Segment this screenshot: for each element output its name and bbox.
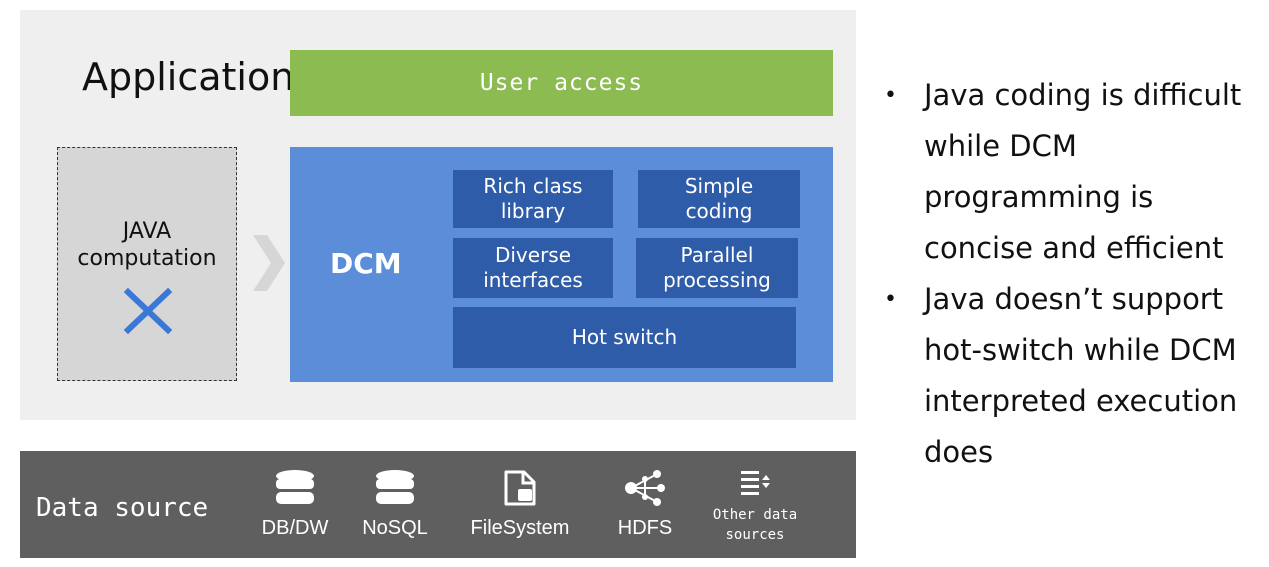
application-label: Application [82,55,295,99]
cross-icon [123,288,173,334]
database-icon [376,470,414,504]
feature-line: library [500,199,566,223]
bullet-line: Java coding is difficult [924,78,1242,112]
feature-line: Diverse [494,243,572,267]
file-icon [504,470,536,506]
bullet-line: interpreted execution [924,384,1238,418]
data-source-label: Data source [36,493,209,523]
feature-line: Hot switch [571,325,678,349]
java-title-line2: computation [77,246,217,271]
source-other: Other data sources [700,469,810,545]
bullet-line: Java doesn’t support [924,282,1224,316]
chevron-right-icon [253,235,285,291]
source-label: DB/DW [261,517,329,539]
source-label: FileSystem [470,517,570,539]
java-computation-title: JAVA computation [58,218,236,272]
feature-hot-switch: Hot switch [453,307,796,368]
feature-line: coding [685,199,753,223]
bullet-line: hot-switch while DCM [924,333,1237,367]
data-source-bar: Data source DB/DW NoSQL FileSystem [20,451,856,558]
feature-line: Parallel [680,243,754,267]
source-hdfs: HDFS [600,469,690,540]
list-sort-icon [741,471,770,495]
feature-line: Rich class [483,174,583,198]
bullet-item: Java doesn’t support hot-switch while DC… [880,274,1260,478]
bullet-line: concise and efficient [924,231,1224,265]
source-db-dw: DB/DW [250,469,340,540]
database-icon [276,470,314,504]
dcm-label: DCM [330,247,402,280]
source-nosql: NoSQL [350,469,440,540]
source-label: Other data sources [700,505,810,545]
feature-line: Simple [684,174,754,198]
source-label-line1: Other data [712,507,798,523]
bullet-line: while DCM [924,129,1077,163]
source-label: HDFS [617,517,673,539]
bullet-list: Java coding is difficult while DCM progr… [880,70,1260,478]
bullet-line: programming is [924,180,1154,214]
java-computation-box: JAVA computation [57,147,237,381]
feature-line: processing [663,268,771,292]
hdfs-network-icon [625,470,665,506]
user-access-bar: User access [290,50,833,116]
source-filesystem: FileSystem [460,469,580,540]
source-label: NoSQL [362,517,428,539]
bullet-item: Java coding is difficult while DCM progr… [880,70,1260,274]
bullet-line: does [924,435,994,469]
source-label-line2: sources [725,527,785,543]
java-title-line1: JAVA [122,219,172,244]
feature-line: interfaces [483,268,583,292]
